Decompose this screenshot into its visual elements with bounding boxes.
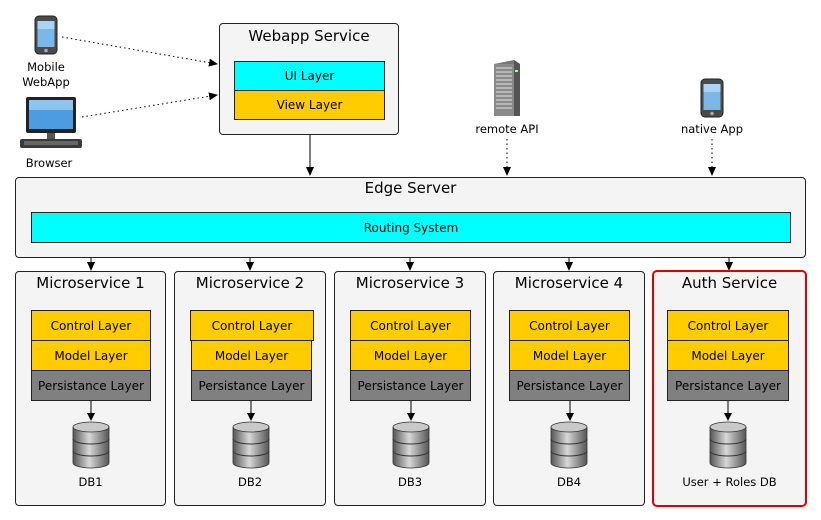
auth-service-title: Auth Service — [681, 274, 778, 292]
microservice-3-box: Microservice 3 Control Layer Model Layer… — [334, 271, 486, 506]
microservice-title: Microservice 4 — [514, 274, 624, 292]
persistence-to-db-arrow — [407, 401, 415, 421]
db-label: DB1 — [78, 475, 103, 489]
webapp-service-box: Webapp Service UI Layer View Layer — [219, 23, 399, 135]
control-layer: Control Layer — [350, 310, 471, 341]
model-layer: Model Layer — [667, 340, 789, 371]
control-layer: Control Layer — [509, 310, 630, 341]
model-layer: Model Layer — [31, 340, 151, 371]
database-icon — [231, 420, 271, 470]
model-layer: Model Layer — [350, 340, 471, 371]
database-icon — [71, 420, 111, 470]
microservice-2-box: Microservice 2 Control Layer Model Layer… — [174, 271, 326, 506]
microservice-title: Microservice 2 — [195, 274, 305, 292]
persistence-layer: Persistance Layer — [31, 370, 151, 401]
database-icon — [549, 420, 589, 470]
db-label: DB2 — [237, 475, 263, 489]
microservice-title: Microservice 3 — [355, 274, 465, 292]
persistence-to-db-arrow — [87, 401, 95, 421]
ui-layer: UI Layer — [234, 61, 385, 91]
control-layer: Control Layer — [190, 310, 314, 341]
desktop-computer-icon — [18, 96, 84, 152]
persistence-layer: Persistance Layer — [350, 370, 471, 401]
remote-api-label: remote API — [475, 122, 539, 136]
persistence-layer: Persistance Layer — [667, 370, 789, 401]
control-layer: Control Layer — [31, 310, 151, 341]
database-icon — [708, 420, 748, 470]
db-label: User + Roles DB — [682, 475, 777, 489]
db-label: DB4 — [556, 475, 582, 489]
persistence-to-db-arrow — [566, 401, 574, 421]
persistence-layer: Persistance Layer — [191, 370, 312, 401]
persistence-to-db-arrow — [724, 401, 732, 421]
mobile-to-webapp-arrow — [61, 36, 218, 67]
microservice-1-box: Microservice 1 Control Layer Model Layer… — [15, 271, 166, 506]
native-app-label: native App — [680, 122, 744, 136]
auth-service-box: Auth Service Control Layer Model Layer P… — [652, 270, 807, 507]
view-layer: View Layer — [234, 90, 385, 120]
model-layer: Model Layer — [509, 340, 630, 371]
edge-server-title: Edge Server — [364, 179, 457, 197]
model-layer: Model Layer — [191, 340, 312, 371]
persistence-to-db-arrow — [247, 401, 255, 421]
webapp-service-title: Webapp Service — [248, 27, 370, 45]
routing-system: Routing System — [31, 212, 791, 243]
database-icon — [391, 420, 431, 470]
mobile-webapp-label: Mobile WebApp — [22, 60, 70, 89]
db-label: DB3 — [397, 475, 423, 489]
microservice-title: Microservice 1 — [36, 274, 145, 292]
browser-label: Browser — [25, 156, 73, 170]
microservice-4-box: Microservice 4 Control Layer Model Layer… — [493, 271, 645, 506]
control-layer: Control Layer — [667, 310, 789, 341]
server-icon — [490, 58, 524, 118]
native-app-icon — [700, 78, 724, 118]
mobile-webapp-icon — [34, 15, 58, 55]
persistence-layer: Persistance Layer — [509, 370, 630, 401]
browser-to-webapp-arrow — [81, 92, 218, 118]
edge-server-box: Edge Server Routing System — [15, 177, 806, 258]
